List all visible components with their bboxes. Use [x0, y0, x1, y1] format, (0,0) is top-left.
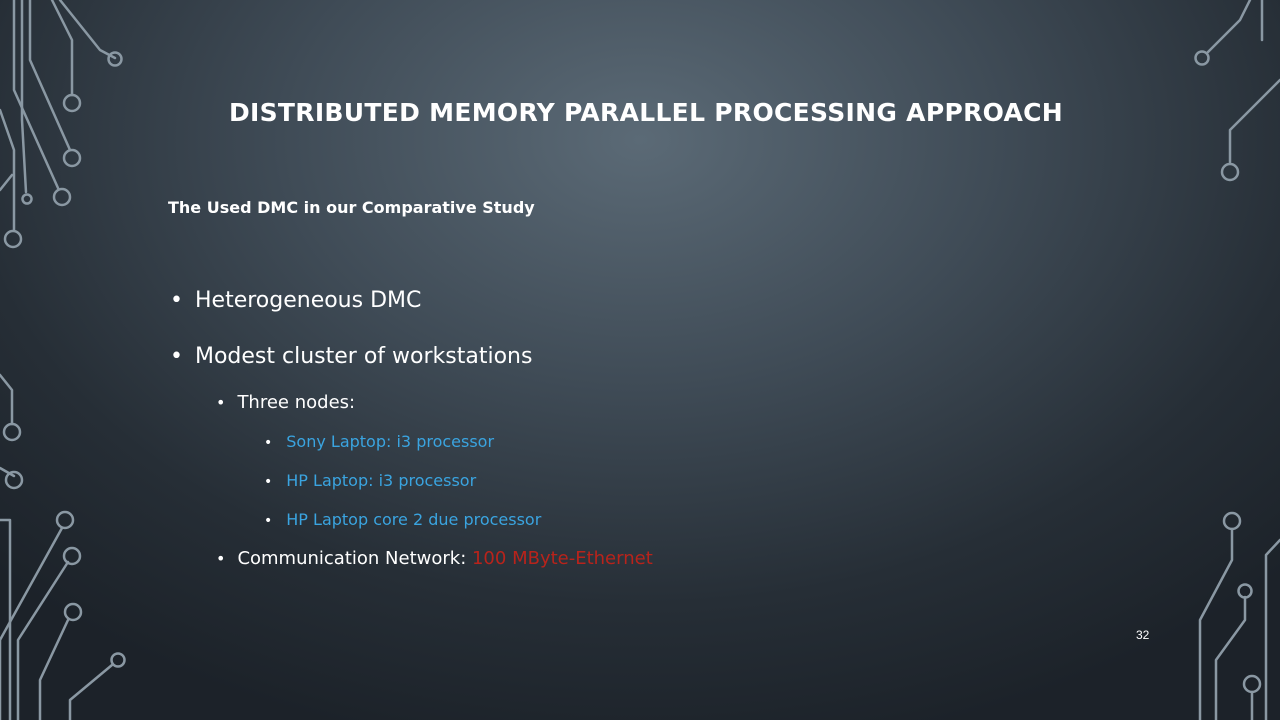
bullet-text: Communication Network: — [237, 548, 472, 569]
bullet-item: • Heterogeneous DMC — [170, 288, 421, 313]
slide-subtitle: The Used DMC in our Comparative Study — [168, 198, 535, 217]
bullet-icon: • — [264, 513, 273, 529]
node-item: • HP Laptop core 2 due processor — [264, 510, 541, 529]
bullet-icon: • — [216, 393, 226, 412]
bullet-icon: • — [216, 549, 226, 568]
bullet-item: • Modest cluster of workstations — [170, 344, 532, 369]
bullet-icon: • — [170, 344, 183, 369]
node-item: • Sony Laptop: i3 processor — [264, 432, 494, 451]
bullet-text: HP Laptop: i3 processor — [286, 471, 477, 490]
bullet-icon: • — [264, 474, 273, 490]
bullet-text: Sony Laptop: i3 processor — [286, 432, 495, 451]
bullet-icon: • — [264, 435, 273, 451]
bullet-text: Three nodes: — [237, 392, 356, 413]
node-item: • HP Laptop: i3 processor — [264, 471, 476, 490]
bullet-text: Modest cluster of workstations — [194, 344, 533, 369]
bullet-text: HP Laptop core 2 due processor — [286, 510, 542, 529]
network-highlight: 100 MByte-Ethernet — [471, 548, 653, 569]
sub-bullet-item: • Three nodes: — [216, 392, 355, 413]
slide-title: DISTRIBUTED MEMORY PARALLEL PROCESSING A… — [228, 98, 1064, 127]
page-number: 32 — [1136, 628, 1150, 642]
bullet-icon: • — [170, 288, 183, 313]
bullet-text: Heterogeneous DMC — [194, 288, 422, 313]
sub-bullet-item: • Communication Network: 100 MByte-Ethern… — [216, 548, 653, 569]
